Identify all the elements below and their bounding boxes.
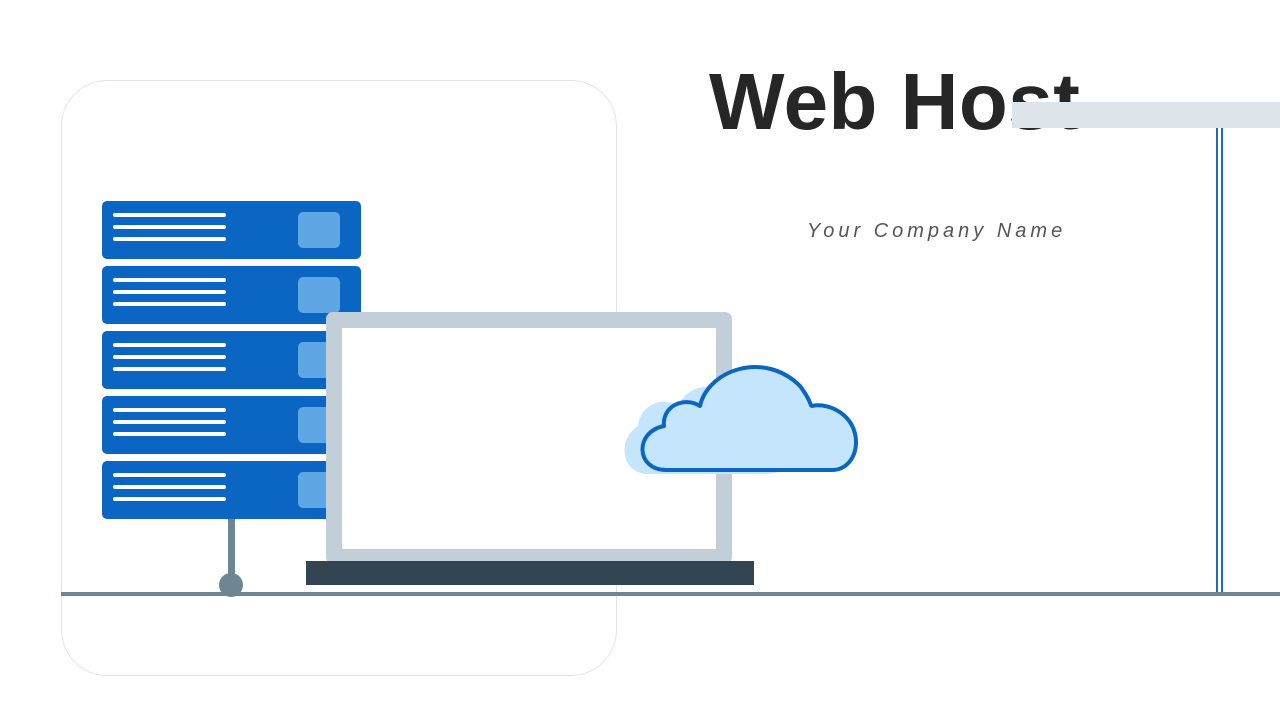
server-vent-line	[113, 420, 226, 424]
server-unit	[102, 396, 361, 454]
accent-vertical-line	[1216, 128, 1218, 592]
server-vent-line	[113, 213, 226, 217]
server-vent-line	[113, 355, 226, 359]
server-vent-line	[113, 237, 226, 241]
server-vent-line	[113, 302, 226, 306]
server-indicator	[298, 277, 340, 313]
server-unit	[102, 266, 361, 324]
server-stand-foot	[219, 573, 243, 597]
server-indicator	[298, 212, 340, 248]
server-vent-line	[113, 432, 226, 436]
cloud-icon	[624, 365, 858, 474]
ground-line	[61, 592, 1280, 596]
server-vent-line	[113, 367, 226, 371]
server-vent-line	[113, 497, 226, 501]
server-vent-line	[113, 408, 226, 412]
laptop-base	[306, 561, 754, 585]
slide-title: Web Host	[709, 57, 1081, 146]
server-vent-line	[113, 343, 226, 347]
server-unit	[102, 331, 361, 389]
company-name: Your Company Name	[807, 220, 1067, 242]
server-unit	[102, 201, 361, 259]
cloud-shape	[640, 365, 858, 472]
server-unit	[102, 461, 361, 519]
server-vent-line	[113, 290, 226, 294]
server-vent-line	[113, 473, 226, 477]
server-vent-line	[113, 485, 226, 489]
server-vent-line	[113, 225, 226, 229]
server-stand	[228, 516, 235, 584]
title-accent-bar	[1012, 102, 1280, 128]
accent-vertical-line	[1221, 128, 1223, 592]
server-vent-line	[113, 278, 226, 282]
